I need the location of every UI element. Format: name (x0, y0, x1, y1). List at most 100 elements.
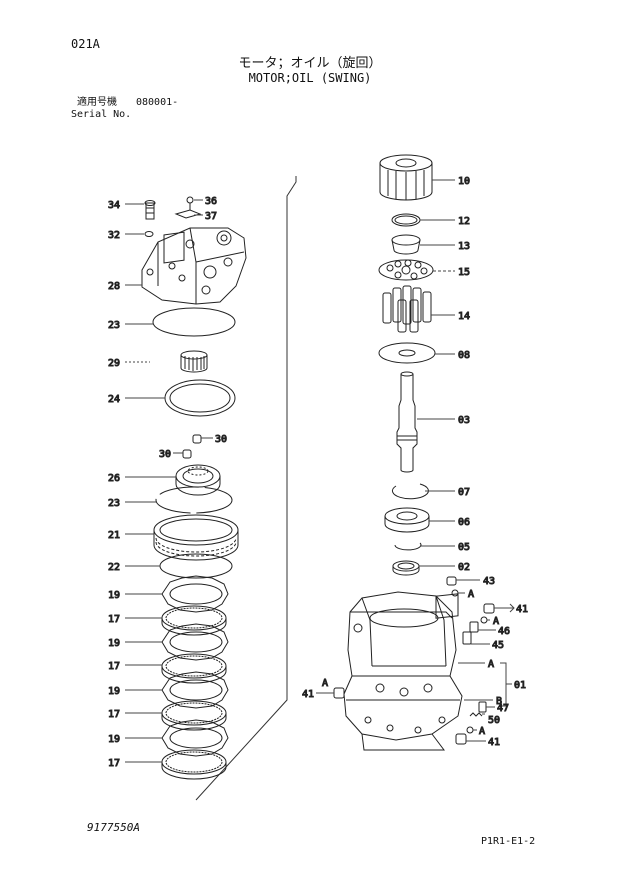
bushing-13 (391, 234, 421, 255)
valve-housing-28 (141, 227, 247, 305)
page-code: 021A (71, 37, 100, 51)
label-02: 02 (458, 562, 470, 573)
label-13: 13 (458, 241, 470, 252)
page-reference: P1R1-E1-2 (481, 836, 536, 847)
separator-plate-19-c (161, 671, 229, 709)
pistons-14 (382, 285, 432, 333)
o-ring-22 (159, 553, 233, 579)
label-28: 28 (108, 281, 120, 292)
left-part-labels: 34 36 37 32 28 23 29 24 30 30 26 23 21 2… (108, 196, 228, 770)
valve-45 (462, 631, 472, 645)
plate-24 (164, 379, 236, 417)
label-08: 08 (458, 350, 470, 361)
plug-41-bottom (455, 733, 467, 745)
housing-01 (343, 591, 463, 751)
drawing-number: 9177550A (87, 821, 140, 834)
label-34: 34 (108, 200, 120, 211)
label-07: 07 (458, 487, 470, 498)
spring-50 (469, 712, 483, 717)
plate-37 (174, 209, 202, 219)
right-leader-lines (316, 179, 515, 742)
label-12: 12 (458, 216, 470, 227)
label-15: 15 (458, 267, 470, 278)
washer-32 (144, 231, 154, 237)
plug-41-left (333, 687, 345, 699)
oring-small-a2 (480, 616, 488, 624)
separator-plate-19-d (161, 719, 229, 757)
needle-bearing-29 (180, 350, 208, 373)
right-part-labels: 10 12 13 15 14 08 03 07 06 05 02 43 A 41… (302, 176, 529, 749)
label-B: B (496, 696, 502, 707)
label-41-left: 41 (302, 689, 314, 700)
label-41-top: 41 (516, 604, 528, 615)
label-05: 05 (458, 542, 470, 553)
label-03: 03 (458, 415, 470, 426)
oil-seal-02 (392, 560, 420, 576)
label-10: 10 (458, 176, 470, 187)
label-17-d: 17 (108, 758, 120, 769)
check-valve-47 (478, 701, 487, 713)
label-19-c: 19 (108, 686, 120, 697)
title-english: MOTOR;OIL (SWING) (248, 71, 372, 85)
label-50: 50 (488, 715, 500, 726)
label-01: 01 (514, 680, 526, 691)
label-45: 45 (492, 640, 504, 651)
label-19-a: 19 (108, 590, 120, 601)
title-japanese: モータ；オイル（旋回） (238, 56, 382, 71)
snap-ring-05 (394, 542, 422, 551)
label-23-upper: 23 (108, 320, 120, 331)
label-37: 37 (205, 211, 217, 222)
label-23-lower: 23 (108, 498, 120, 509)
retainer-plate-15 (378, 259, 434, 281)
label-30-a: 30 (215, 434, 227, 445)
shoe-plate-08 (378, 342, 436, 364)
label-17-c: 17 (108, 709, 120, 720)
label-14: 14 (458, 311, 470, 322)
spring-12 (391, 213, 421, 227)
piston-26 (175, 464, 221, 496)
pin-30-a (192, 434, 202, 444)
left-leader-lines (125, 199, 213, 763)
serial-label-jp: 適用号機 (77, 97, 117, 108)
label-21: 21 (108, 530, 120, 541)
label-06: 06 (458, 517, 470, 528)
friction-plate-17-d (161, 749, 227, 780)
friction-plate-17-a (161, 605, 227, 636)
label-A-4: A (322, 678, 328, 689)
screw-36 (186, 196, 194, 210)
bearing-06 (384, 507, 430, 533)
label-A-2: A (493, 616, 499, 627)
label-A-3: A (488, 659, 494, 670)
label-19-b: 19 (108, 638, 120, 649)
label-41-bottom: 41 (488, 737, 500, 748)
oring-small-a1 (451, 589, 459, 597)
separator-plate-19-b (161, 623, 229, 661)
shaft-03 (396, 371, 418, 473)
snap-ring-07 (391, 483, 429, 500)
label-30-b: 30 (159, 449, 171, 460)
label-36: 36 (205, 196, 217, 207)
o-ring-23-upper (152, 307, 236, 337)
oring-small-a5 (466, 726, 474, 734)
label-24: 24 (108, 394, 120, 405)
label-43: 43 (483, 576, 495, 587)
separator-plate-19-a (161, 575, 229, 613)
label-19-d: 19 (108, 734, 120, 745)
label-17-b: 17 (108, 661, 120, 672)
label-A-5: A (479, 726, 485, 737)
divider-line (195, 176, 297, 801)
valve-46 (469, 621, 479, 633)
serial-label-en: Serial No. (71, 109, 132, 120)
label-29: 29 (108, 358, 120, 369)
brake-piston-21 (153, 514, 239, 561)
label-32: 32 (108, 230, 120, 241)
friction-plate-17-b (161, 653, 227, 684)
label-22: 22 (108, 562, 120, 573)
label-17-a: 17 (108, 614, 120, 625)
o-ring-23-lower (155, 486, 233, 514)
plug-43 (446, 576, 457, 586)
bolt-34 (144, 200, 156, 220)
label-46: 46 (498, 626, 510, 637)
serial-value: 080001- (136, 97, 179, 108)
